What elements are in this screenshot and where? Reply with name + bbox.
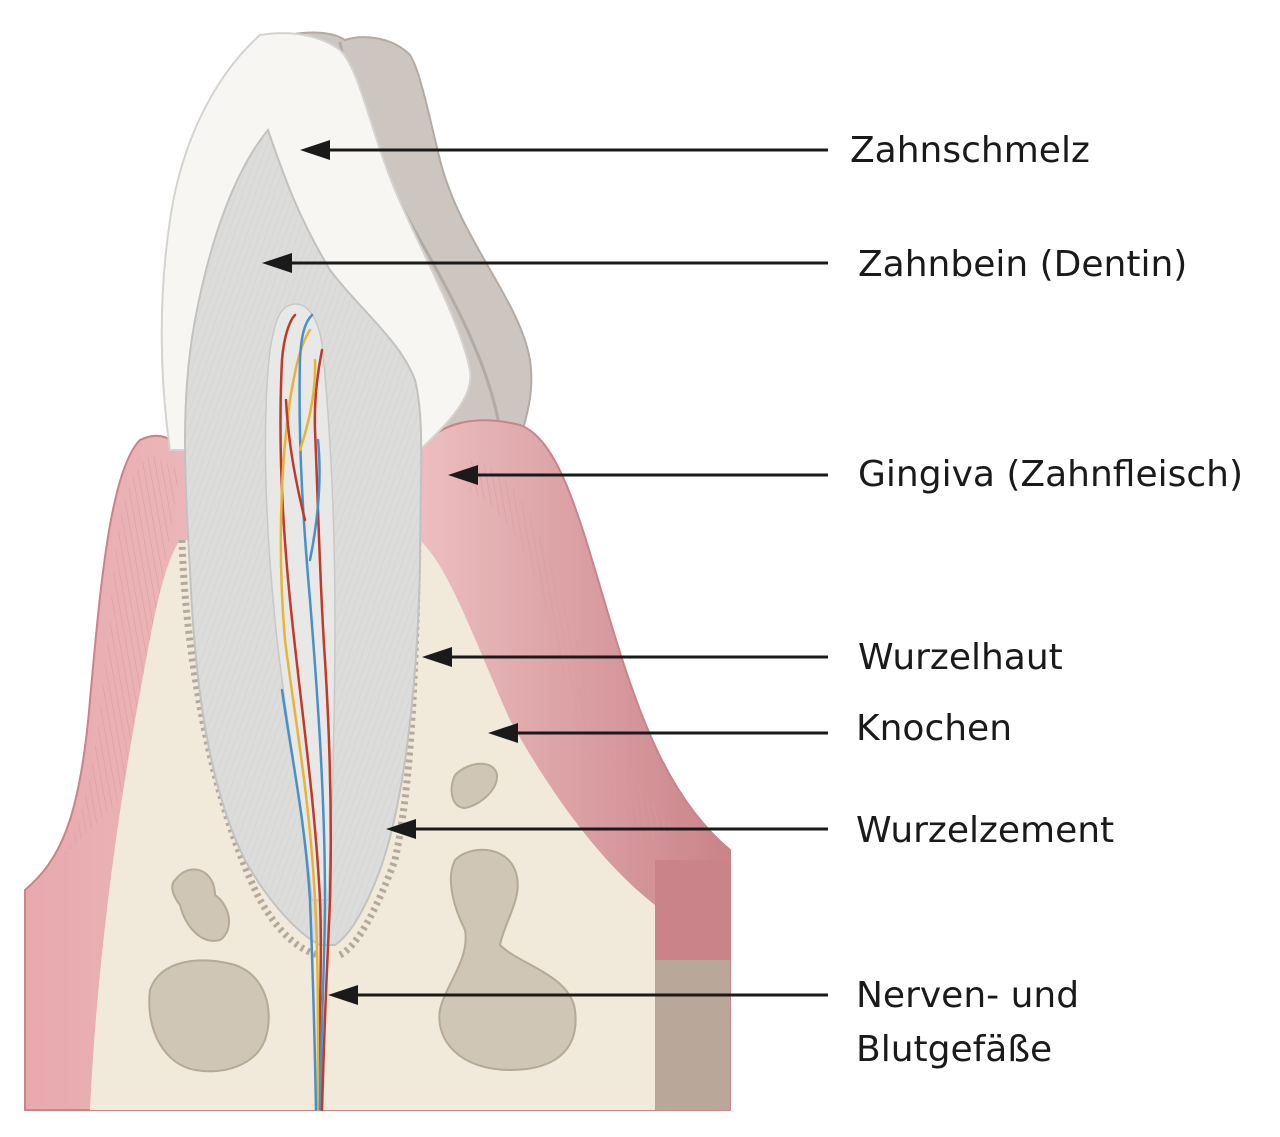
- nerves-and-vessels: [279, 313, 333, 1112]
- bone-side-band: [655, 960, 730, 1110]
- label-zahnschmelz: Zahnschmelz: [850, 130, 1090, 171]
- label-zahnbein: Zahnbein (Dentin): [858, 244, 1187, 285]
- leader-nerven: [328, 985, 828, 1005]
- leader-gingiva: [448, 465, 828, 485]
- gingiva-side-band: [655, 860, 730, 960]
- leader-knochen: [488, 723, 828, 743]
- gingiva-stripes-right: [470, 460, 680, 840]
- label-gingiva: Gingiva (Zahnfleisch): [858, 454, 1243, 495]
- leader-zahnschmelz: [300, 140, 828, 160]
- bone-cavity: [450, 762, 499, 810]
- bone-cavity: [171, 868, 230, 942]
- leader-wurzelhaut: [422, 647, 828, 667]
- label-nerven-line1: Nerven- und: [856, 975, 1079, 1016]
- bone-cavity: [148, 959, 270, 1073]
- pulp-chamber: [264, 303, 336, 901]
- leader-wurzelzement: [386, 819, 828, 839]
- leader-zahnbein: [262, 253, 828, 273]
- bone-cavity: [438, 848, 577, 1072]
- label-wurzelzement: Wurzelzement: [856, 810, 1114, 851]
- label-knochen: Knochen: [856, 708, 1012, 749]
- label-wurzelhaut: Wurzelhaut: [858, 637, 1063, 678]
- label-nerven-line2: Blutgefäße: [856, 1029, 1052, 1070]
- gingiva-stripes: [60, 455, 180, 860]
